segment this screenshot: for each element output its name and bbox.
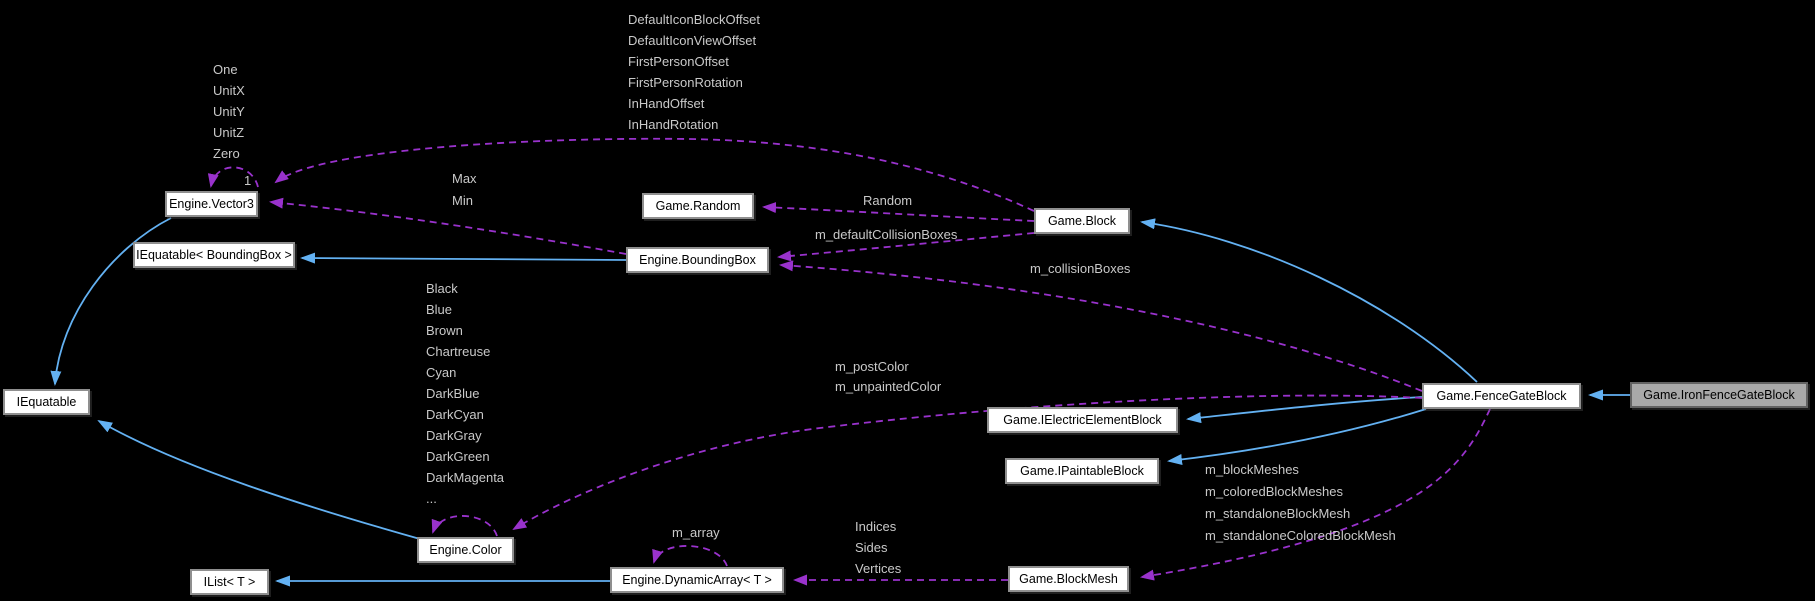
class-node-game-random[interactable]: Game.Random	[642, 193, 754, 219]
edge-label-vector3-members: One UnitX UnitY UnitZ Zero	[213, 62, 245, 161]
edge-label-fencegate-meshes: m_blockMeshes m_coloredBlockMeshes m_sta…	[1205, 462, 1396, 543]
class-node-game-ipaintableblock[interactable]: Game.IPaintableBlock	[1005, 458, 1159, 484]
edge-label-block-vector-members: DefaultIconBlockOffset DefaultIconViewOf…	[628, 12, 760, 132]
edge-label-collision-boxes: m_collisionBoxes	[1030, 261, 1131, 276]
edge-fencegate-to-blockmesh	[1140, 408, 1491, 581]
edge-fencegate-to-ipaintable	[1167, 408, 1427, 465]
edge-boundingbox-to-iequatablebb	[300, 252, 627, 264]
edge-fencegate-to-color	[512, 394, 1423, 531]
class-node-engine-dynamicarray[interactable]: Engine.DynamicArray< T >	[610, 567, 784, 593]
edge-boundingbox-to-vector3	[269, 197, 627, 255]
class-node-engine-boundingbox[interactable]: Engine.BoundingBox	[626, 247, 769, 273]
edge-label-color-members: Black Blue Brown Chartreuse Cyan DarkBlu…	[426, 281, 505, 506]
edge-fencegate-to-ielectric	[1186, 396, 1423, 424]
class-node-game-fencegateblock[interactable]: Game.FenceGateBlock	[1422, 383, 1581, 409]
class-node-game-ironfencegateblock: Game.IronFenceGateBlock	[1630, 382, 1808, 408]
edge-label-m-array: m_array	[672, 525, 720, 540]
class-node-game-blockmesh[interactable]: Game.BlockMesh	[1008, 566, 1129, 592]
edge-label-max-min: Max Min	[452, 171, 477, 208]
edge-fencegate-to-block	[1140, 218, 1478, 383]
edge-block-to-random	[762, 202, 1035, 222]
edge-label-vector3-multiplicity: 1	[244, 173, 252, 188]
class-node-game-ielectricelementblock[interactable]: Game.IElectricElementBlock	[987, 407, 1178, 433]
edge-label-paint-colors: m_postColor m_unpaintedColor	[835, 359, 942, 394]
edge-label-random: Random	[863, 193, 913, 208]
class-node-game-block[interactable]: Game.Block	[1034, 208, 1130, 234]
edge-fencegate-to-boundingbox	[779, 260, 1423, 392]
class-node-iequatable[interactable]: IEquatable	[3, 389, 90, 415]
edge-color-to-iequatable	[97, 419, 421, 540]
edge-block-to-vector3	[274, 137, 1035, 212]
class-node-ilist[interactable]: IList< T >	[190, 569, 269, 595]
class-node-engine-color[interactable]: Engine.Color	[417, 537, 514, 563]
edge-label-default-collision-boxes: m_defaultCollisionBoxes	[815, 227, 958, 242]
class-node-engine-vector3[interactable]: Engine.Vector3	[165, 191, 258, 217]
class-node-iequatable-boundingbox[interactable]: IEquatable< BoundingBox >	[133, 242, 295, 268]
edge-label-blockmesh-arrays: Indices Sides Vertices	[855, 519, 902, 576]
edge-dynamicarray-self-loop	[652, 545, 728, 567]
edge-vector3-to-iequatable	[50, 217, 172, 386]
edge-color-self-loop	[431, 515, 498, 537]
